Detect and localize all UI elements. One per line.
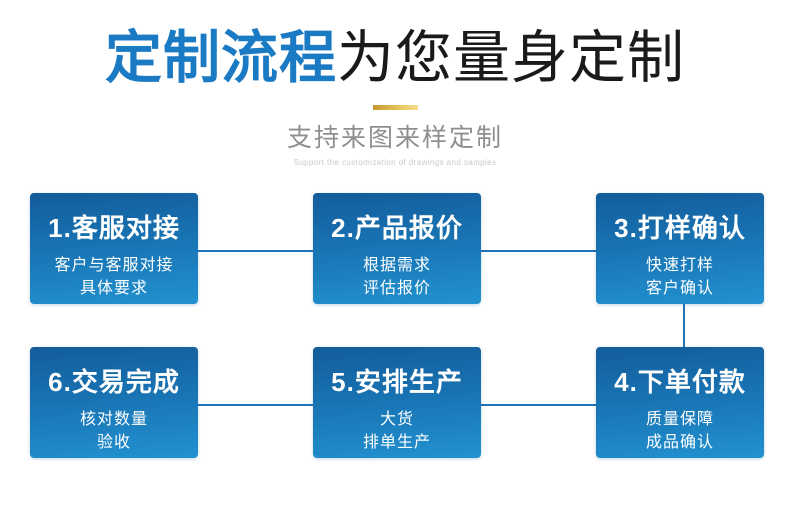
title-highlight: 定制流程 bbox=[105, 26, 337, 90]
step-title: 1.客服对接 bbox=[48, 213, 180, 243]
connector-step4-step5 bbox=[481, 404, 596, 406]
step-desc-line: 质量保障 bbox=[645, 411, 714, 428]
connector-step2-step3 bbox=[481, 250, 596, 252]
step-desc: 大货 排单生产 bbox=[313, 408, 481, 454]
step-desc-line: 评估报价 bbox=[362, 280, 431, 298]
banner-header: 定制流程为您量身定制 支持来图来样定制 Support the customiz… bbox=[0, 0, 790, 167]
step-title: 3.打样确认 bbox=[614, 213, 746, 243]
title-rest: 为您量身定制 bbox=[337, 26, 685, 90]
step-box-1: 1.客服对接 客户与客服对接 具体要求 bbox=[30, 193, 198, 304]
connector-step3-step4 bbox=[683, 304, 685, 347]
step-desc-line: 验收 bbox=[96, 434, 131, 452]
step-desc: 客户与客服对接 具体要求 bbox=[30, 254, 198, 300]
step-desc-line: 核对数量 bbox=[79, 411, 148, 428]
step-box-4: 4.下单付款 质量保障 成品确认 bbox=[596, 347, 764, 458]
step-box-6: 6.交易完成 核对数量 验收 bbox=[30, 347, 198, 458]
step-desc-line: 排单生产 bbox=[362, 434, 431, 452]
step-desc-line: 具体要求 bbox=[79, 280, 148, 298]
subtitle-english: Support the customization of drawings an… bbox=[293, 157, 497, 167]
step-desc: 核对数量 验收 bbox=[30, 408, 198, 454]
step-desc: 质量保障 成品确认 bbox=[596, 408, 764, 454]
step-desc-line: 根据需求 bbox=[362, 257, 431, 274]
step-desc-line: 成品确认 bbox=[645, 434, 714, 452]
subtitle: 支持来图来样定制 bbox=[286, 123, 503, 152]
step-box-3: 3.打样确认 快速打样 客户确认 bbox=[596, 193, 764, 304]
step-desc-line: 客户确认 bbox=[645, 280, 714, 298]
step-box-5: 5.安排生产 大货 排单生产 bbox=[313, 347, 481, 458]
step-desc: 快速打样 客户确认 bbox=[596, 254, 764, 300]
gold-divider bbox=[372, 104, 418, 110]
step-desc-line: 客户与客服对接 bbox=[54, 257, 174, 274]
page-title: 定制流程为您量身定制 bbox=[0, 26, 790, 92]
connector-step1-step2 bbox=[198, 250, 313, 252]
step-desc: 根据需求 评估报价 bbox=[313, 254, 481, 300]
step-title: 6.交易完成 bbox=[48, 367, 180, 397]
step-box-2: 2.产品报价 根据需求 评估报价 bbox=[313, 193, 481, 304]
connector-step5-step6 bbox=[198, 404, 313, 406]
step-desc-line: 大货 bbox=[379, 411, 414, 428]
step-desc-line: 快速打样 bbox=[645, 257, 714, 274]
step-title: 2.产品报价 bbox=[331, 213, 463, 243]
step-title: 5.安排生产 bbox=[331, 367, 463, 397]
step-title: 4.下单付款 bbox=[614, 367, 746, 397]
